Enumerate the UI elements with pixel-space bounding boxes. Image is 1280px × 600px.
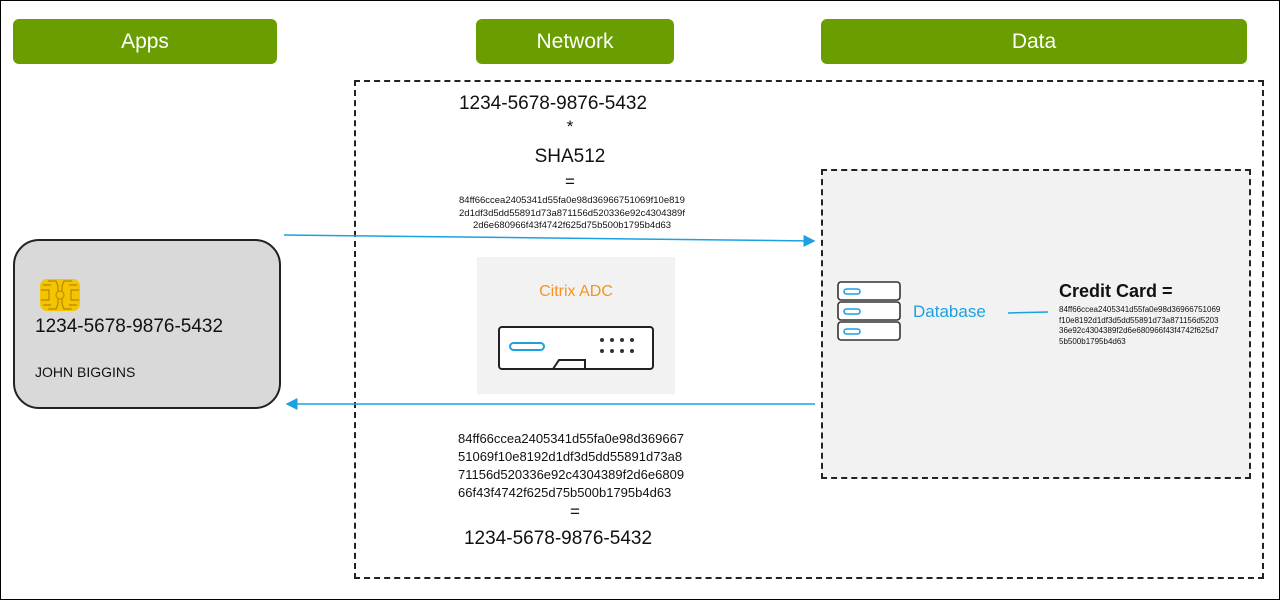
stored-hash-line: 5b500b1795b4d63	[1059, 336, 1126, 346]
stored-hash: 84ff66ccea2405341d55fa0e98d36966751069 f…	[1059, 305, 1239, 347]
citrix-adc-box: Citrix ADC	[477, 257, 675, 394]
return-equals-sign: =	[570, 502, 580, 521]
credit-card-label: Credit Card =	[1059, 281, 1173, 301]
hash-line: 2d6e680966f43f4742f625d75b500b1795b4d63	[472, 220, 672, 231]
adc-label: Citrix ADC	[539, 283, 613, 300]
hash-line: 2d1df3d5dd55891d73a871156d520336e92c4304…	[459, 207, 685, 219]
request-arrow	[283, 234, 816, 247]
return-hash-line: 66f43f4742f625d75b500b1795b4d63	[458, 485, 672, 500]
server-stack-icon	[837, 281, 901, 341]
return-hash-line: 71156d520336e92c4304389f2d6e6809	[458, 467, 685, 482]
return-hash-line: 51069f10e8192d1df3d5dd55891d73a8	[458, 449, 683, 464]
equals-sign: =	[565, 172, 575, 191]
credit-card: 1234-5678-9876-5432 JOHN BIGGINS	[13, 239, 281, 409]
hash-line: 84ff66ccea2405341d55fa0e98d36966751069f1…	[459, 195, 685, 206]
appliance-icon	[498, 326, 654, 370]
stored-hash-line: 36e92c4304389f2d6e680966f43f4742f625d7	[1059, 326, 1219, 335]
network-zone	[354, 80, 1264, 579]
header-data: Data	[821, 19, 1247, 64]
return-hash: 84ff66ccea2405341d55fa0e98d369667 51069f…	[458, 430, 718, 502]
return-card-number: 1234-5678-9876-5432	[463, 528, 653, 549]
header-apps: Apps	[13, 19, 277, 64]
stored-hash-line: f10e8192d1df3d5dd55891d73a871156d5203	[1059, 315, 1219, 325]
algorithm-label: SHA512	[534, 146, 606, 167]
multiply-operator: *	[566, 117, 574, 136]
card-holder: JOHN BIGGINS	[35, 364, 136, 380]
stored-hash-line: 84ff66ccea2405341d55fa0e98d36966751069	[1059, 305, 1221, 314]
database-label: Database	[913, 302, 986, 321]
header-network: Network	[476, 19, 674, 64]
return-hash-line: 84ff66ccea2405341d55fa0e98d369667	[458, 431, 685, 446]
database-connector	[1007, 311, 1049, 314]
plain-card-number: 1234-5678-9876-5432	[458, 93, 648, 114]
card-chip-icon	[40, 279, 80, 311]
card-number: 1234-5678-9876-5432	[35, 316, 224, 337]
hash-output: 84ff66ccea2405341d55fa0e98d36966751069f1…	[430, 195, 714, 233]
